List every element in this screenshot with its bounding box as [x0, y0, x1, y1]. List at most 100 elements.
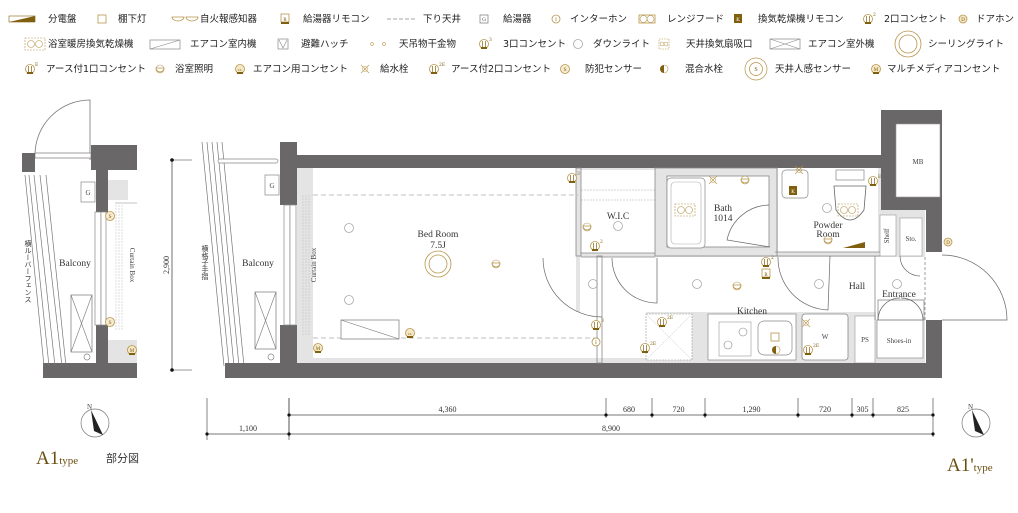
- ceiling-hanger-icon: [370, 42, 386, 46]
- multimedia-outlet-icon: M: [871, 64, 881, 74]
- legend-label: 給湯器: [503, 13, 532, 25]
- svg-text:M: M: [130, 349, 135, 354]
- legend-label: エアコン用コンセント: [253, 64, 348, 75]
- shoe-storage-doors[interactable]: [877, 297, 924, 321]
- ceiling-light-icon: [424, 250, 452, 278]
- legend-item: シーリングライト: [894, 30, 1004, 58]
- dimension-label: 825: [897, 405, 909, 414]
- fence-label: 横ルーバーフェンス: [24, 239, 32, 303]
- motion-sensor-icon: S: [744, 57, 768, 81]
- plan-a1-partial: G 横ルーバーフェンス Balcony Curtain Box: [22, 99, 137, 378]
- bath-door[interactable]: [726, 204, 771, 248]
- downlight-icon: [344, 223, 354, 233]
- dimension-dot: [931, 413, 935, 417]
- svg-text:E: E: [35, 62, 38, 68]
- svg-text:K: K: [736, 17, 740, 23]
- legend-item: 混合水栓: [660, 63, 724, 75]
- aircon-outlet-icon: CL: [235, 64, 245, 74]
- wic-label: W.I.C: [607, 212, 629, 222]
- water-tap-icon: [794, 165, 804, 175]
- bath-light-icon: [155, 64, 165, 74]
- dimension-dot: [931, 432, 935, 436]
- water-heater-box: [80, 181, 96, 203]
- svg-text:I: I: [555, 18, 557, 23]
- svg-text:S: S: [754, 67, 757, 73]
- bath-light-icon: [740, 175, 750, 185]
- hall-label: Hall: [849, 282, 866, 292]
- legend-label: レンジフード: [667, 14, 724, 25]
- svg-text:3: 3: [489, 37, 492, 43]
- legend-label: ダウンライト: [593, 38, 650, 50]
- washer-pan: [801, 313, 849, 361]
- dimension-dot: [650, 413, 654, 417]
- downlight-icon: [573, 39, 583, 49]
- dimension-dot: [287, 432, 291, 436]
- svg-text:G: G: [482, 17, 486, 23]
- powder-room-door[interactable]: [777, 255, 831, 311]
- legend-label: 天井換気扇吸口: [686, 38, 753, 50]
- legend-item: エアコン室内機: [149, 38, 257, 50]
- intercom-icon: I: [551, 14, 561, 24]
- meter-box: [895, 123, 941, 198]
- dimension-label: 720: [819, 405, 831, 414]
- ceiling-light-icon: [894, 30, 922, 58]
- bedroom-door[interactable]: [542, 257, 603, 318]
- bath-size: 1014: [714, 214, 733, 224]
- legend-label: 棚下灯: [118, 13, 147, 25]
- kitchen-counter: [707, 313, 797, 361]
- partitions: [575, 167, 926, 364]
- plan-a1-prime: G 横格子手摺 Balcony: [201, 110, 1008, 378]
- shelf-label: Shelf: [883, 228, 891, 243]
- outlet-3-icon: 3: [591, 318, 604, 330]
- curtain-box-label: Curtain Box: [310, 247, 318, 282]
- dimension-label: 720: [673, 405, 685, 414]
- downlight-icon: [892, 279, 902, 289]
- dryer-remote-icon: K: [734, 14, 742, 23]
- water-tap-icon: [708, 175, 718, 185]
- bath-light-icon: [582, 222, 592, 232]
- curtain-box: [302, 195, 310, 335]
- legend-item: 浴室照明: [155, 63, 213, 75]
- svg-text:G: G: [85, 189, 90, 197]
- legend-item: 分電盤: [8, 13, 77, 25]
- security-sensor-icon: S: [105, 211, 115, 221]
- legend-item: ダウンライト: [573, 38, 650, 50]
- storage-door[interactable]: [899, 255, 921, 277]
- mixing-tap-icon: [660, 64, 669, 74]
- svg-text:M: M: [874, 68, 879, 73]
- balcony-label: Balcony: [59, 259, 91, 269]
- range-hood-icon: [638, 14, 656, 24]
- wic-door[interactable]: [611, 257, 658, 304]
- legend-item: 天吊物干金物: [370, 38, 457, 50]
- legend-label: エアコン室内機: [190, 38, 257, 50]
- doorphone-icon: D: [943, 237, 953, 247]
- aircon-outlet-icon: CL: [405, 328, 415, 338]
- height-dimension-label: 2,900: [162, 256, 171, 274]
- outlet-earth-2-icon: 2E: [640, 341, 656, 353]
- security-sensor-icon: S: [560, 64, 570, 74]
- svg-text:CL: CL: [408, 332, 412, 336]
- outlet-2-icon: 2: [863, 12, 876, 24]
- curtain-box-label: Curtain Box: [128, 248, 136, 283]
- compass-a1: N: [80, 403, 110, 438]
- entrance-door[interactable]: [941, 254, 1008, 321]
- svg-text:2: 2: [600, 239, 603, 245]
- kitchen-sink: [757, 320, 793, 356]
- kitchen-label: Kitchen: [737, 307, 767, 317]
- storage: [899, 217, 923, 257]
- legend-item: 給水栓: [360, 63, 409, 75]
- legend-label: 下り天井: [423, 13, 461, 25]
- curtain-box: [115, 205, 123, 330]
- ceiling-vent-icon: [658, 38, 670, 50]
- legend-item: CL エアコン用コンセント: [235, 64, 348, 75]
- legend-label: 給水栓: [380, 63, 409, 75]
- water-heater-remote-icon: R: [280, 13, 290, 24]
- svg-text:3: 3: [601, 318, 604, 324]
- bath-light-icon: [823, 235, 833, 245]
- dimension-dot: [205, 432, 209, 436]
- svg-text:K: K: [791, 189, 795, 195]
- multimedia-outlet-icon: M: [313, 343, 323, 353]
